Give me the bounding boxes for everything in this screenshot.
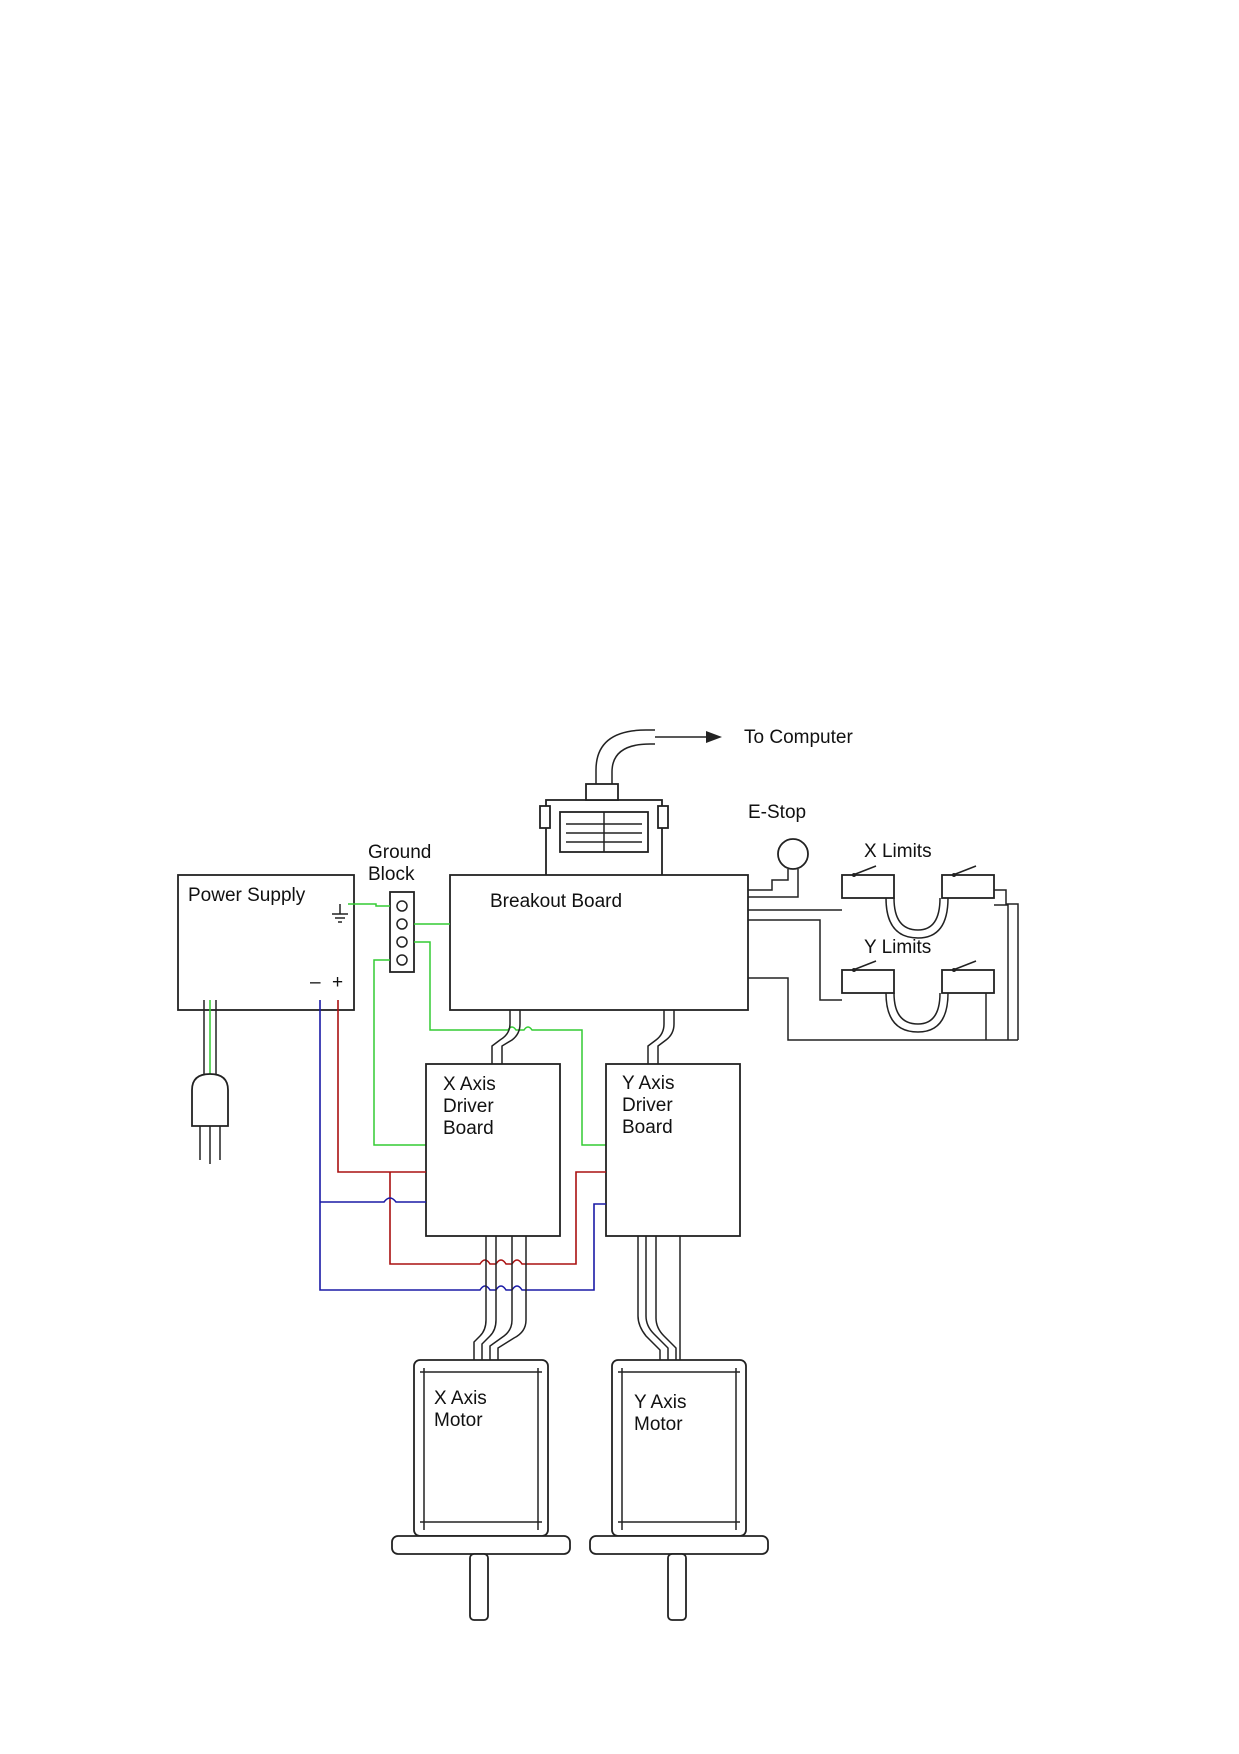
x-motor-label-line2: Motor — [434, 1410, 483, 1431]
x-axis-driver-board — [425, 1063, 561, 1237]
y-axis-driver-board — [605, 1063, 741, 1237]
power-plug-icon — [191, 1000, 229, 1164]
y-limit-switch-right — [941, 960, 995, 994]
x-driver-label-line1: X Axis — [443, 1074, 496, 1095]
e-stop-label: E-Stop — [748, 802, 806, 823]
computer-cable — [595, 729, 722, 806]
power-supply — [177, 874, 355, 1011]
x-driver-label-line3: Board — [443, 1118, 494, 1139]
ground-symbol-icon — [332, 904, 348, 923]
db25-connector — [539, 783, 669, 878]
x-limits-label: X Limits — [864, 841, 932, 862]
y-axis-motor — [589, 1359, 769, 1621]
x-axis-motor — [391, 1359, 571, 1621]
y-driver-label-line2: Driver — [622, 1095, 673, 1116]
power-supply-plus-label: + — [332, 972, 343, 993]
x-driver-label-line2: Driver — [443, 1096, 494, 1117]
positive-power-wires — [337, 1000, 606, 1265]
power-supply-minus-label: – — [310, 972, 321, 993]
y-motor-label-line2: Motor — [634, 1414, 683, 1435]
y-driver-label-line3: Board — [622, 1117, 673, 1138]
e-stop-button — [777, 838, 809, 870]
negative-power-wires — [319, 1000, 606, 1291]
y-driver-to-motor-wires — [637, 1236, 681, 1360]
ground-block-label-line1: Ground — [368, 842, 431, 863]
y-driver-label-line1: Y Axis — [622, 1073, 674, 1094]
arrow-right-icon — [706, 731, 722, 743]
to-computer-label: To Computer — [744, 727, 853, 748]
breakout-board — [449, 874, 749, 1011]
y-limit-switch-left — [841, 960, 895, 994]
ground-block — [389, 891, 415, 973]
x-limit-switch-right — [941, 865, 995, 899]
ground-block-label-line2: Block — [368, 864, 415, 885]
breakout-to-driver-cables — [491, 1010, 675, 1064]
y-limits-label: Y Limits — [864, 937, 931, 958]
x-motor-label-line1: X Axis — [434, 1388, 487, 1409]
breakout-board-label: Breakout Board — [490, 891, 622, 912]
x-limit-switch-left — [841, 865, 895, 899]
y-motor-label-line1: Y Axis — [634, 1392, 686, 1413]
power-supply-label: Power Supply — [188, 885, 306, 906]
x-driver-to-motor-wires — [473, 1236, 527, 1360]
